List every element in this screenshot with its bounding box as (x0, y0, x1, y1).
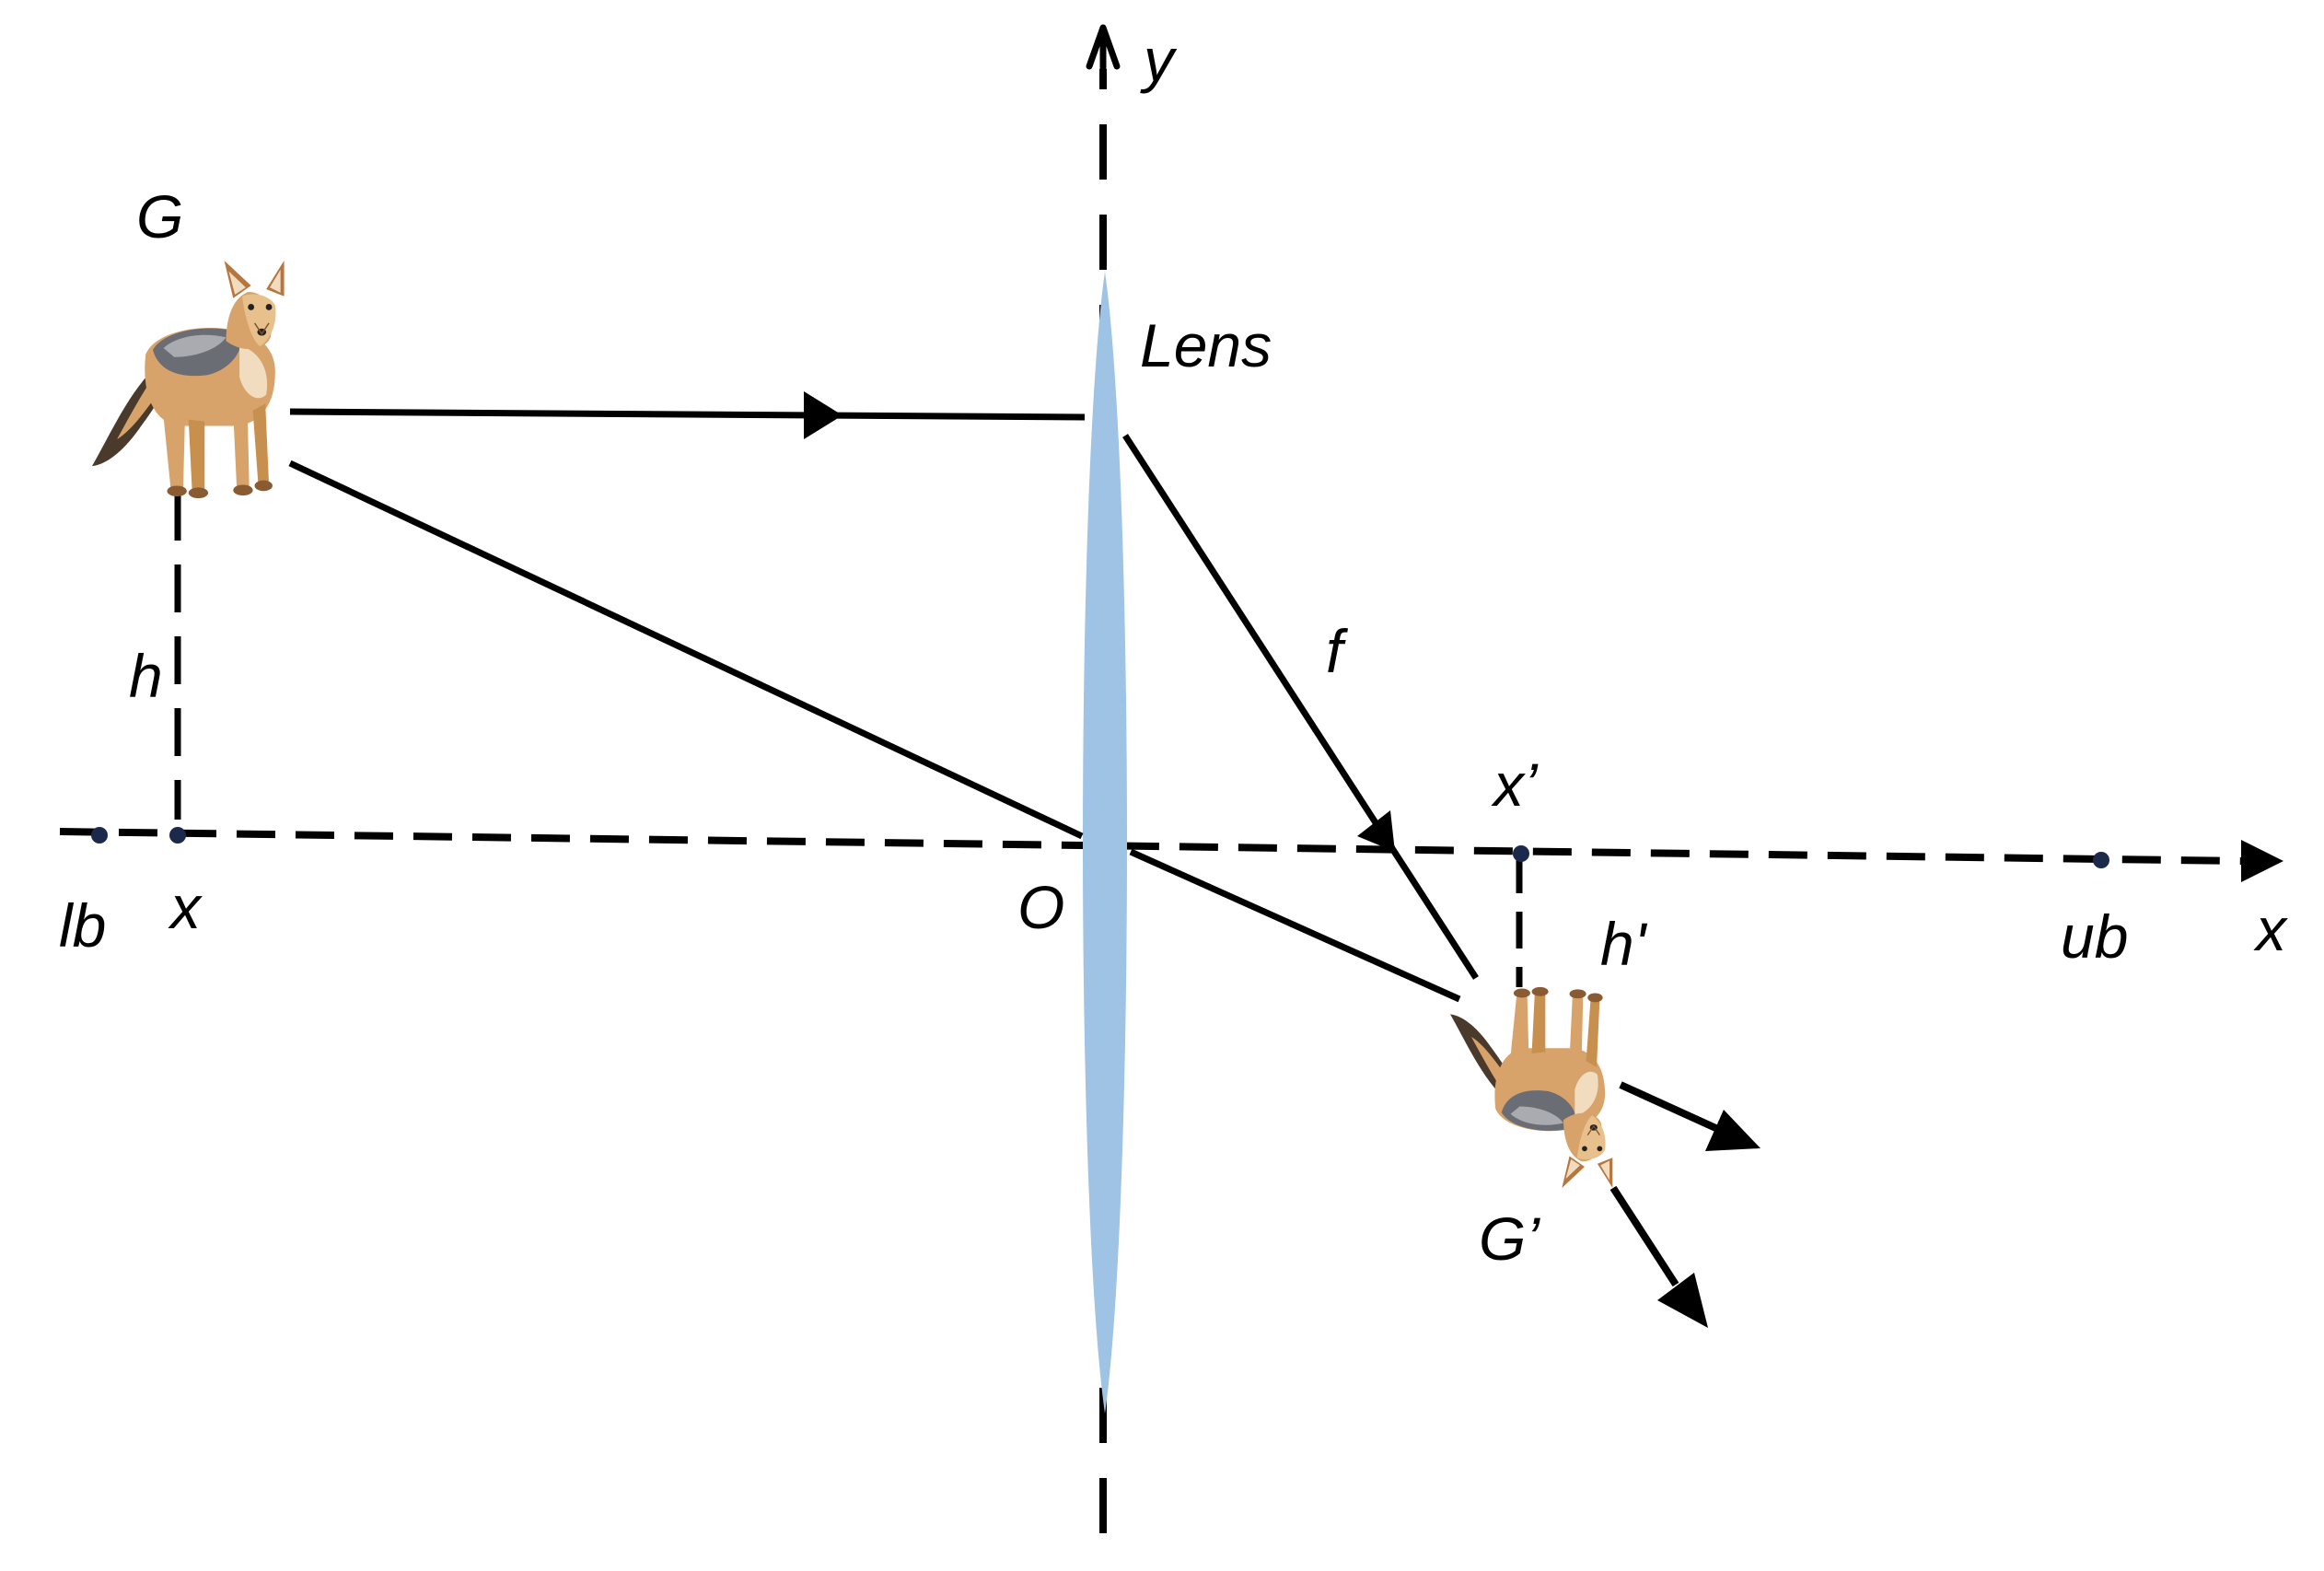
focal-length-label: f (1326, 617, 1349, 685)
object-label: G (136, 182, 183, 250)
origin-label: O (1017, 873, 1064, 941)
upper-bound-label: ub (2061, 902, 2128, 971)
x-axis-line (59, 828, 2243, 865)
image-motion-arrow-1 (1619, 1081, 1724, 1135)
image-label: G’ (1479, 1204, 1540, 1273)
x-axis-arrowhead (2241, 840, 2283, 882)
central-ray-out (1129, 848, 1461, 1003)
image-position-label: x’ (1491, 751, 1539, 819)
y-axis-arrowhead (1086, 24, 1121, 77)
refracted-ray-arrowhead (1357, 810, 1395, 852)
jackal-inverted-icon (1449, 986, 1613, 1189)
image-motion-arrowhead-1 (1705, 1110, 1760, 1151)
object-position-label: x (168, 873, 203, 941)
refracted-ray (1122, 434, 1479, 980)
central-ray-in (288, 460, 1084, 840)
object-position-point (169, 827, 186, 844)
lower-bound-label: lb (59, 891, 106, 960)
y-axis-label: y (1140, 26, 1178, 94)
convex-lens (1083, 272, 1127, 1414)
image-position-point (1513, 845, 1529, 862)
parallel-ray (289, 408, 1086, 421)
x-axis-label: x (2253, 895, 2288, 963)
lower-bound-point (91, 827, 108, 844)
upper-bound-point (2093, 852, 2109, 868)
parallel-ray-arrowhead (804, 391, 842, 439)
image-height-label: h' (1600, 910, 1648, 978)
image-motion-arrow-2 (1609, 1185, 1679, 1287)
object-height-label: h (129, 642, 163, 710)
lens-label: Lens (1140, 311, 1272, 379)
image-motion-arrowhead-2 (1657, 1273, 1708, 1328)
jackal-upright-icon (91, 260, 285, 499)
